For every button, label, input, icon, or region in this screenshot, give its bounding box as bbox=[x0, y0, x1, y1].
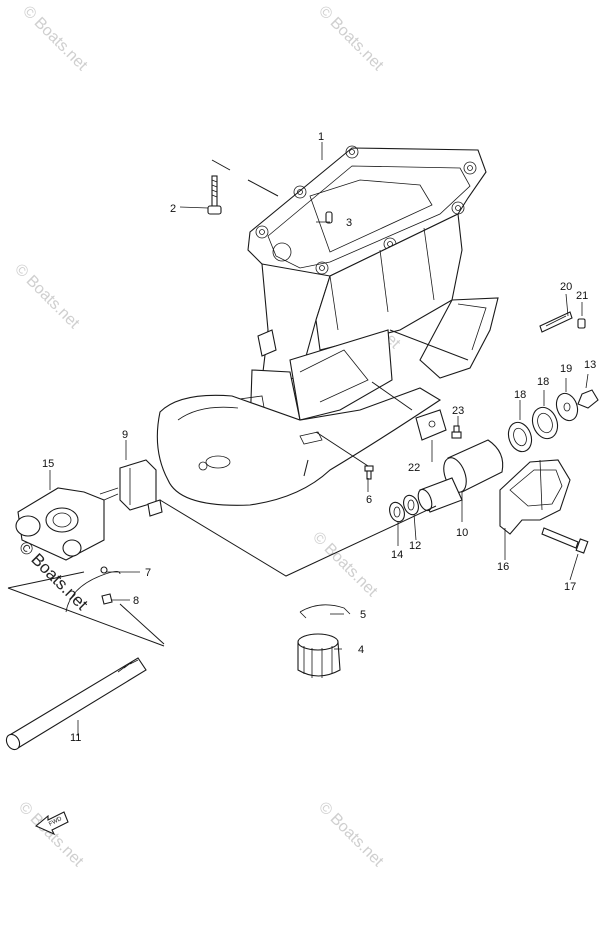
stud-11 bbox=[5, 657, 147, 751]
label-part-1: 1 bbox=[318, 131, 324, 143]
label-part-10: 10 bbox=[456, 527, 468, 539]
label-part-4: 4 bbox=[358, 644, 364, 656]
label-part-21: 21 bbox=[576, 290, 588, 302]
watermark-top-right: © Boats.net bbox=[315, 3, 387, 75]
washer-8 bbox=[101, 593, 113, 605]
fwd-arrow-icon: FWD bbox=[34, 811, 69, 836]
label-part-2: 2 bbox=[170, 203, 176, 215]
anode-22 bbox=[415, 409, 447, 441]
washer-13 bbox=[577, 389, 599, 409]
label-part-18-outer: 18 bbox=[537, 376, 549, 388]
nut-4 bbox=[297, 633, 341, 678]
seal-18-inner bbox=[507, 421, 533, 453]
label-part-3: 3 bbox=[346, 217, 352, 229]
watermark-bottom-right: © Boats.net bbox=[315, 799, 387, 871]
clamp-16 bbox=[499, 459, 571, 535]
reference-lines bbox=[8, 159, 469, 748]
block-15 bbox=[15, 487, 105, 561]
bolt-23 bbox=[451, 425, 462, 439]
label-part-13: 13 bbox=[584, 359, 596, 371]
seal-18-outer bbox=[531, 406, 559, 440]
label-part-12: 12 bbox=[409, 540, 421, 552]
bushing-10 bbox=[417, 439, 504, 513]
watermark-top-left: © Boats.net bbox=[19, 3, 91, 75]
washer-14 bbox=[389, 501, 405, 523]
washer-12 bbox=[403, 494, 419, 516]
label-part-23: 23 bbox=[452, 405, 464, 417]
watermark-mid-left: © Boats.net bbox=[11, 261, 83, 333]
bolt-17 bbox=[541, 527, 589, 554]
dowel-pin-3 bbox=[325, 211, 333, 224]
watermark-lower-mid: © Boats.net bbox=[309, 529, 381, 601]
label-part-16: 16 bbox=[497, 561, 509, 573]
label-part-5: 5 bbox=[360, 609, 366, 621]
label-part-15: 15 bbox=[42, 458, 54, 470]
plate-20 bbox=[539, 311, 573, 333]
leader-lines bbox=[49, 142, 589, 736]
part-number-labels: 1 2 3 4 5 6 7 8 9 10 11 12 13 14 15 16 1… bbox=[42, 131, 596, 744]
label-part-11: 11 bbox=[70, 732, 81, 744]
label-part-22: 22 bbox=[408, 462, 420, 474]
watermark-bottom-left: © Boats.net bbox=[15, 799, 87, 871]
clip-5 bbox=[299, 604, 351, 619]
label-part-9: 9 bbox=[122, 429, 128, 441]
label-part-20: 20 bbox=[560, 281, 572, 293]
label-part-8: 8 bbox=[133, 595, 139, 607]
sensor-9 bbox=[99, 459, 163, 517]
label-part-18-inner: 18 bbox=[514, 389, 526, 401]
label-part-14: 14 bbox=[391, 549, 403, 561]
washer-19 bbox=[555, 392, 579, 422]
bolt-6 bbox=[364, 465, 374, 480]
label-part-7: 7 bbox=[145, 567, 151, 579]
bolt-2 bbox=[207, 175, 222, 215]
screw-21 bbox=[577, 318, 586, 329]
driveshaft-housing bbox=[156, 145, 499, 506]
label-part-19: 19 bbox=[560, 363, 572, 375]
label-part-6: 6 bbox=[366, 494, 372, 506]
label-part-17: 17 bbox=[564, 581, 576, 593]
